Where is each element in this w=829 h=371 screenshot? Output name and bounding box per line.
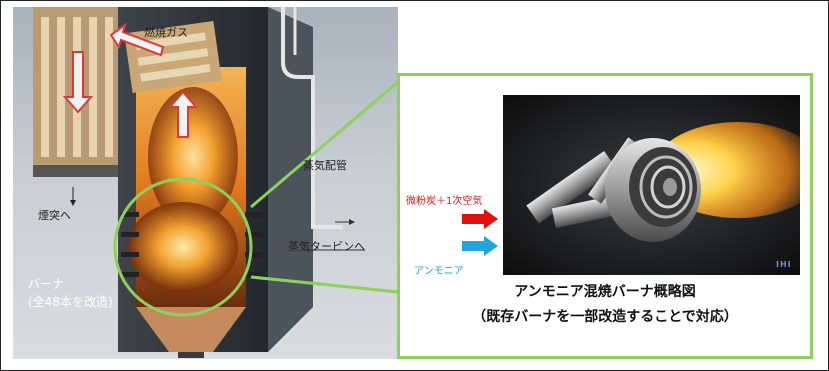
burner-highlight-circle (113, 177, 253, 317)
stack-label: 煙突へ (38, 209, 71, 222)
ammonia-arrow (462, 236, 498, 256)
to-turbine-label: 蒸気タービンへ (288, 240, 365, 253)
inlet-pipe (526, 150, 617, 224)
gas-flow-arrows (62, 22, 199, 138)
caption-note: （既存バーナを一部改造することで対応） (472, 309, 738, 325)
callout-leader-line (250, 275, 398, 294)
coal-arrow (462, 209, 498, 229)
boiler-drawing (33, 7, 398, 358)
burner-render (503, 95, 800, 275)
boiler-illustration: 燃焼ガス 煙突へ 蒸気配管 蒸気タービンへ バーナ (全48本を改造) (13, 7, 398, 359)
burner-callout: IHI 微粉炭＋1次空気 アンモニア アンモニア混焼バーナ概略図 （既存バーナを… (397, 73, 813, 359)
burner-nozzles (121, 212, 263, 277)
caption-title: アンモニア混焼バーナ概略図 (514, 284, 696, 300)
exhaust-gas-label: 燃焼ガス (144, 26, 188, 39)
burner-photo: IHI (503, 95, 800, 275)
steam-pipe-label: 蒸気配管 (303, 159, 347, 172)
burner-label: バーナ (28, 277, 65, 291)
stack-arrow (70, 187, 76, 206)
ihi-logo: IHI (776, 260, 792, 269)
coal-air-label: 微粉炭＋1次空気 (406, 196, 483, 207)
burner-note-label: (全48本を改造) (28, 295, 113, 309)
ammonia-label: アンモニア (414, 266, 464, 277)
burner-zone-flame (128, 202, 238, 292)
furnace-flame (148, 87, 238, 227)
callout-leader-line-top (250, 80, 398, 209)
steam-pipe (281, 7, 365, 251)
